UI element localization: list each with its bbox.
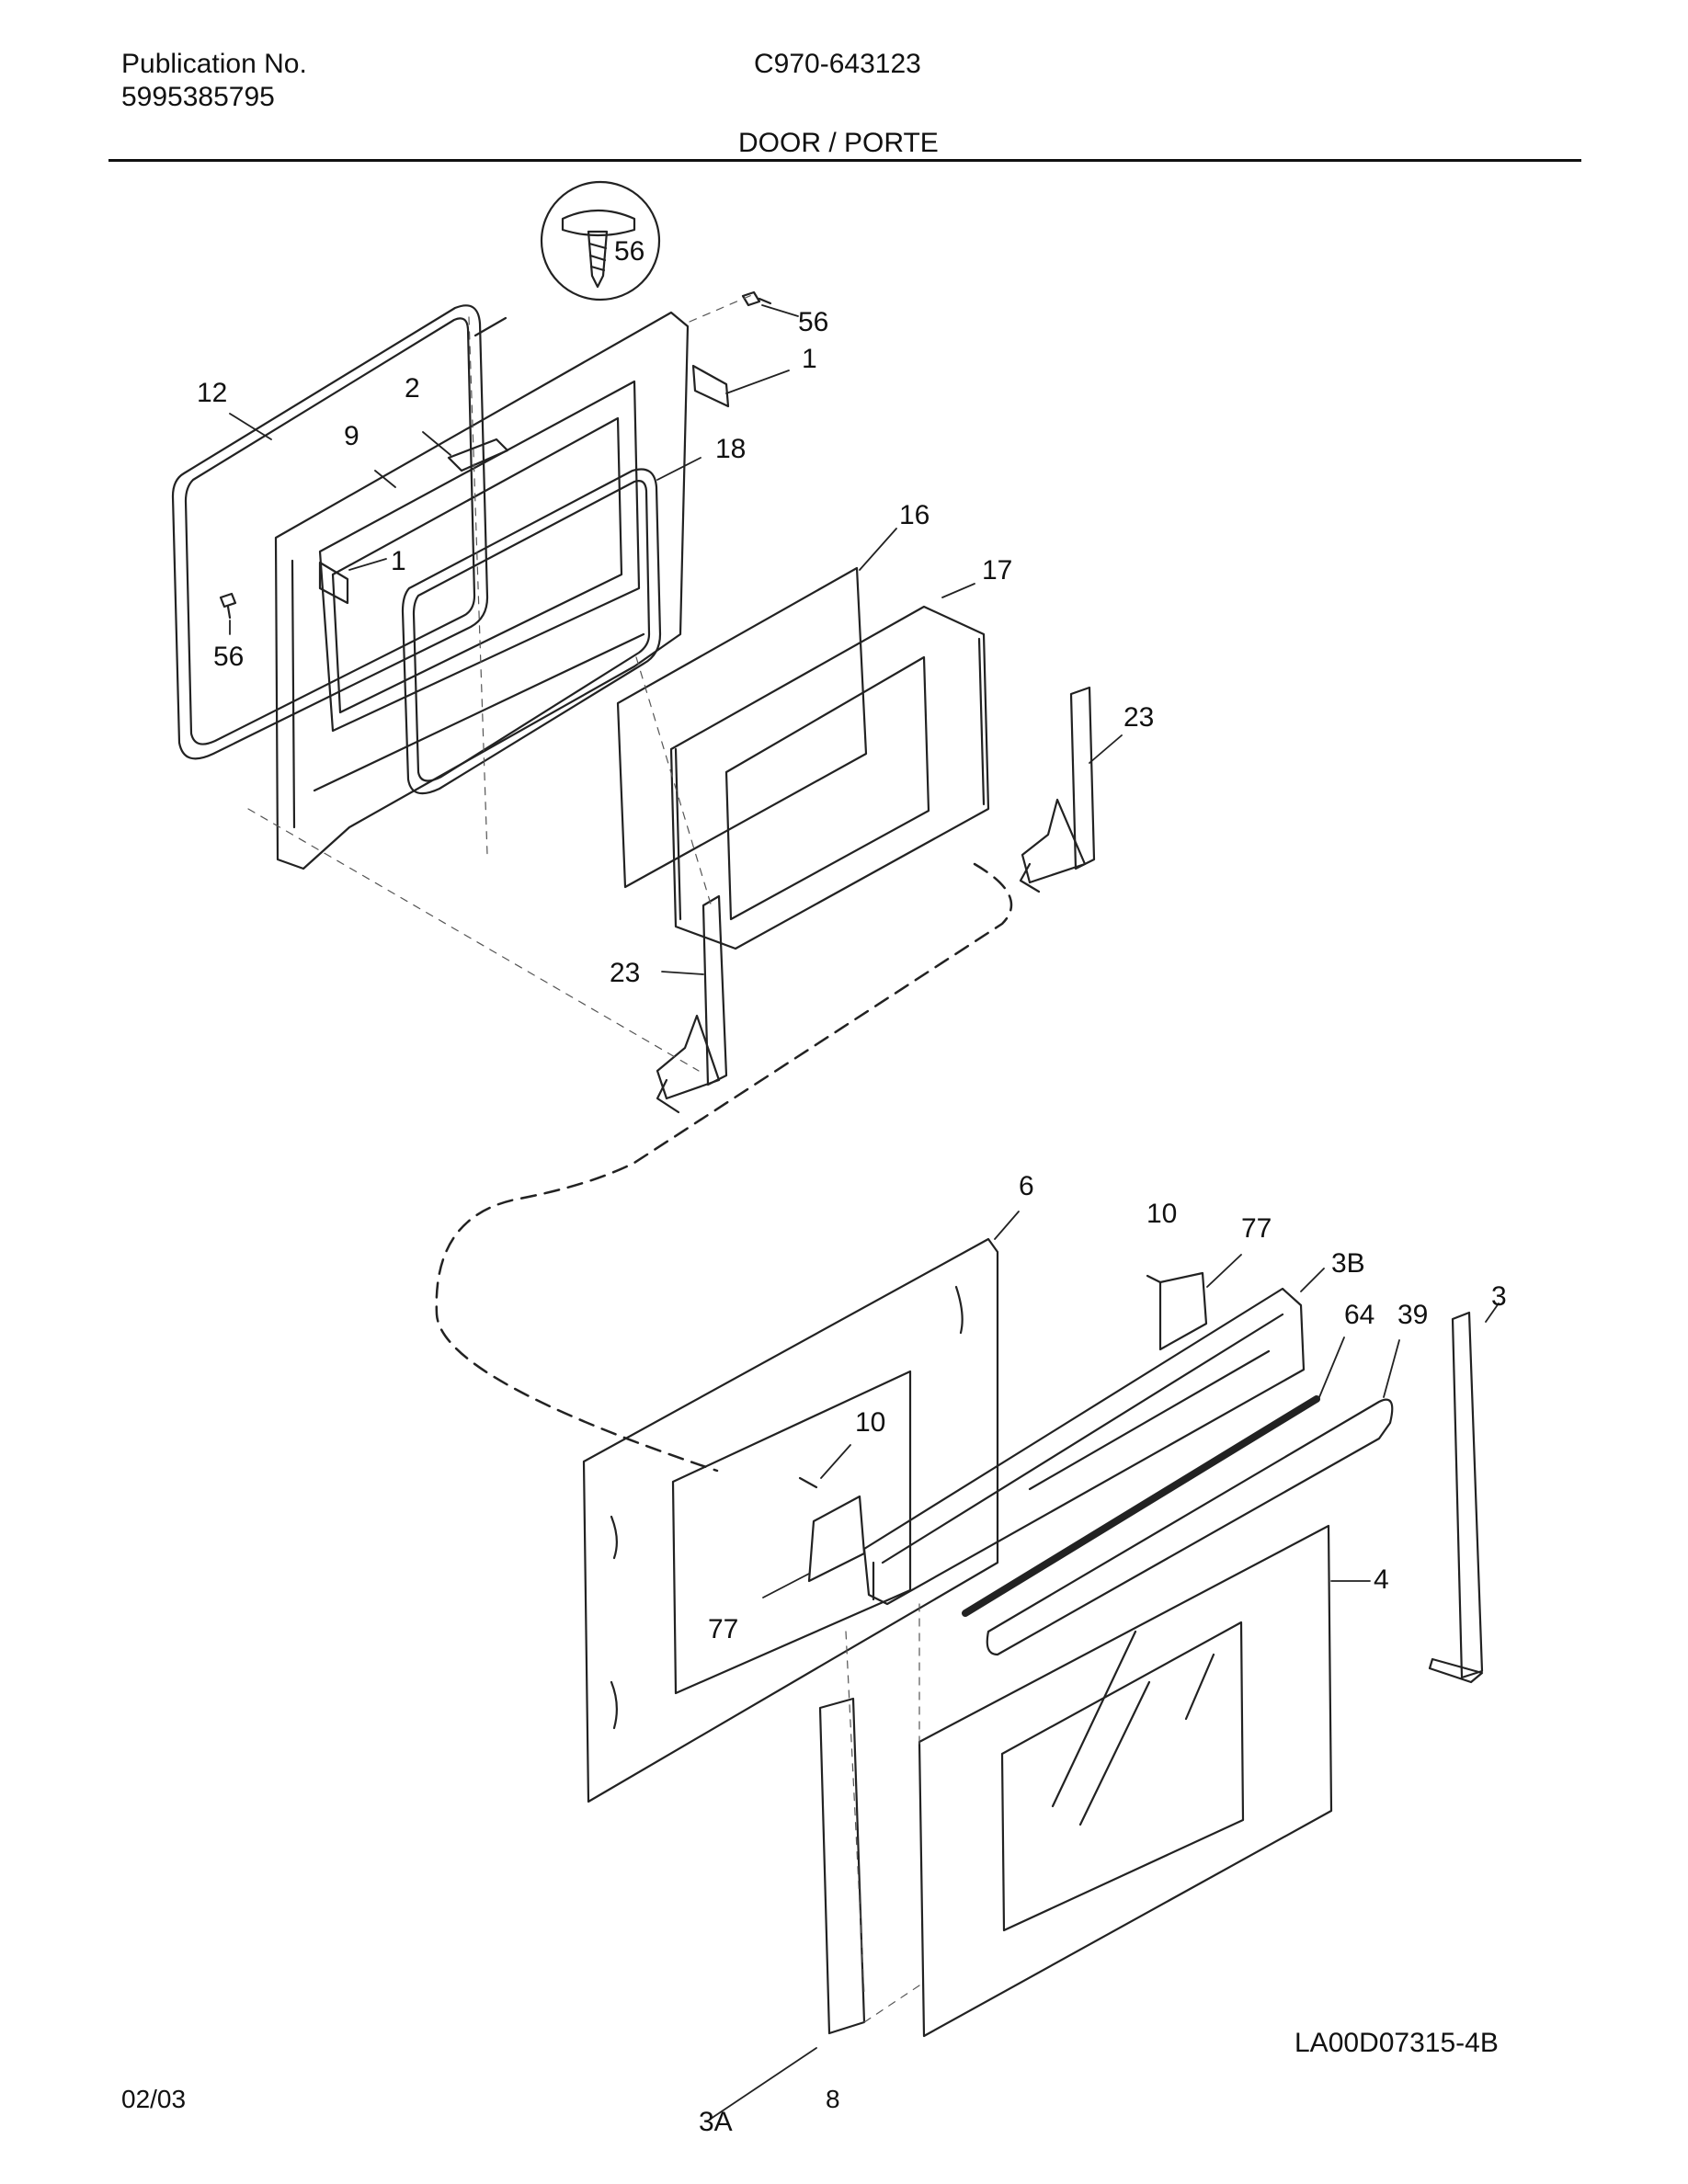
callout-17: 17: [982, 555, 1012, 586]
screw-56-top: [741, 290, 772, 307]
callout-16: 16: [899, 500, 930, 530]
callout-9: 9: [344, 421, 359, 451]
screw-10-top: [1146, 1274, 1162, 1284]
callout-18: 18: [715, 434, 746, 464]
part-3A-end-cap: [818, 1697, 866, 2035]
part-16-glass: [616, 566, 868, 889]
part-17-spacer: [669, 605, 990, 950]
part-3-end-cap: [1428, 1311, 1484, 1684]
publication-label: Publication No.: [121, 49, 307, 79]
callout-56-circle: 56: [614, 236, 644, 267]
callout-10-top: 10: [1146, 1199, 1177, 1229]
drawing-code: LA00D07315-4B: [1295, 2028, 1499, 2058]
header-rule: [108, 159, 1581, 162]
footer-date: 02/03: [121, 2085, 187, 2113]
section-title: DOOR / PORTE: [738, 128, 939, 158]
part-18-window-gasket: [401, 468, 662, 795]
callout-77-bottom: 77: [708, 1614, 738, 1644]
publication-number: 5995385795: [121, 82, 275, 112]
callout-77-top: 77: [1241, 1213, 1272, 1244]
callout-10-mid: 10: [855, 1407, 885, 1438]
part-23-hinge-right: [1019, 686, 1096, 893]
callout-3A: 3A: [699, 2107, 733, 2137]
screw-56-icon: [473, 180, 661, 337]
part-77-bracket-top: [1158, 1271, 1208, 1351]
part-2-bracket: [447, 438, 509, 472]
screw-10-mid: [798, 1476, 818, 1489]
part-3B-channel: [862, 1287, 1306, 1606]
callout-23-left: 23: [610, 958, 640, 988]
part-12-gasket: [171, 304, 489, 760]
part-6-outer-panel: [582, 1237, 999, 1803]
part-1-hinge-pad-left: [318, 561, 349, 605]
part-64-trim-strip: [962, 1395, 1320, 1617]
callout-23-right: 23: [1123, 702, 1154, 733]
part-4-door-glass: [918, 1524, 1333, 2038]
callout-56-top: 56: [798, 307, 828, 337]
leader-lines: [247, 293, 920, 2023]
callout-3: 3: [1491, 1281, 1507, 1312]
callout-1-top: 1: [802, 344, 817, 374]
callout-6: 6: [1019, 1171, 1034, 1201]
part-39-handle: [986, 1398, 1394, 1656]
page-number: 8: [826, 2085, 840, 2113]
part-1-hinge-pad-top: [691, 364, 730, 408]
callout-12: 12: [197, 378, 227, 408]
dashed-connector: [435, 862, 1013, 1473]
callout-2: 2: [405, 373, 420, 404]
callout-56-left: 56: [213, 642, 244, 672]
callout-3B: 3B: [1331, 1248, 1365, 1279]
screw-56-left: [219, 592, 237, 620]
callout-39: 39: [1397, 1300, 1428, 1330]
part-77-bracket-bottom: [807, 1495, 866, 1583]
callout-4: 4: [1374, 1564, 1389, 1595]
model-number: C970-643123: [754, 49, 921, 79]
callout-1-left: 1: [391, 546, 406, 576]
callout-64: 64: [1344, 1300, 1374, 1330]
part-23-hinge-left: [656, 894, 728, 1114]
part-9-inner-panel: [274, 311, 690, 870]
callout-leaders: [229, 304, 1500, 2120]
